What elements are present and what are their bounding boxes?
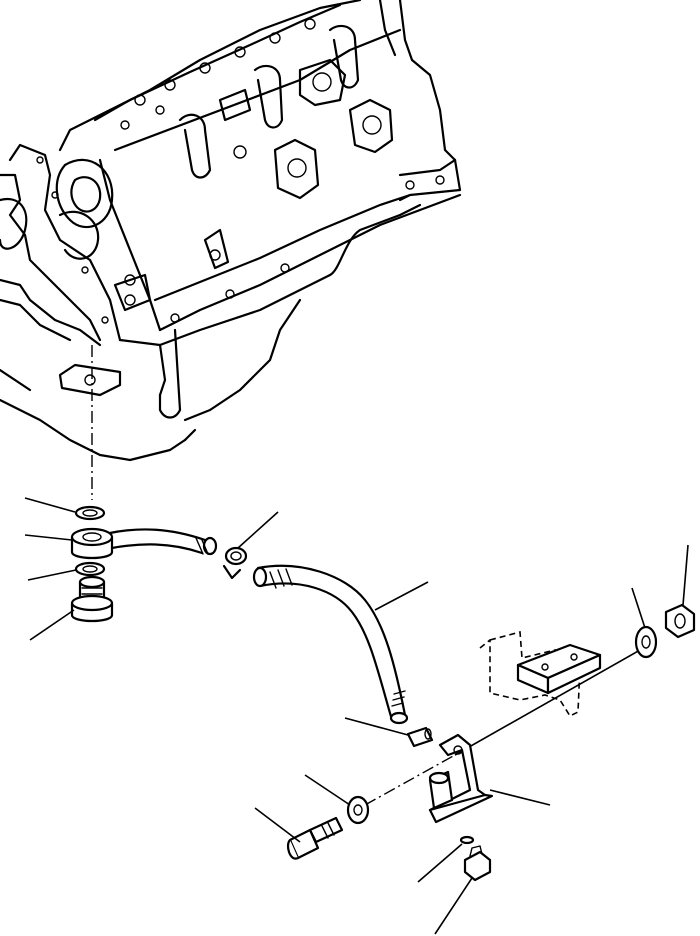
nut xyxy=(664,603,696,639)
leader-small-seal xyxy=(417,843,463,883)
leader-nut xyxy=(682,544,689,606)
leader-hose-clamp-lower xyxy=(344,717,409,736)
mounting-bracket-outline xyxy=(479,630,581,718)
joint xyxy=(70,527,114,560)
leader-connector-bolt xyxy=(29,609,75,641)
small-seal xyxy=(459,835,475,845)
hose xyxy=(252,564,409,725)
hose-clamp-upper xyxy=(222,546,248,580)
connector-bolt xyxy=(70,575,114,623)
oil-gauge-guide-tube xyxy=(108,528,218,556)
leader-joint xyxy=(24,534,73,541)
leader-lower-nut xyxy=(434,877,473,935)
top-bolt-row xyxy=(120,18,316,130)
leader-washer xyxy=(27,569,77,581)
gasket xyxy=(74,505,106,521)
mounting-axis-line xyxy=(454,649,641,756)
tube-bracket xyxy=(428,733,494,824)
hose-clamp-lower xyxy=(406,726,434,748)
gear-housing xyxy=(0,143,152,347)
engine-block xyxy=(0,0,462,347)
bolt-washer xyxy=(346,795,370,825)
leader-hose xyxy=(374,581,429,611)
leader-hose-clamp-upper xyxy=(237,511,279,549)
leader-gasket xyxy=(24,497,76,513)
leader-tube-bracket xyxy=(489,789,551,806)
assembly-centerline-diagonal xyxy=(364,754,456,806)
leader-bolt xyxy=(254,807,301,843)
leader-bolt-washer xyxy=(304,774,351,806)
leader-lines xyxy=(24,497,689,935)
leader-right-washer xyxy=(631,587,646,629)
mounting-plate xyxy=(516,643,602,695)
oil-pan xyxy=(0,203,422,462)
right-washer xyxy=(634,625,658,659)
bolt xyxy=(286,816,344,860)
lower-nut xyxy=(463,845,492,882)
washer xyxy=(74,561,106,577)
